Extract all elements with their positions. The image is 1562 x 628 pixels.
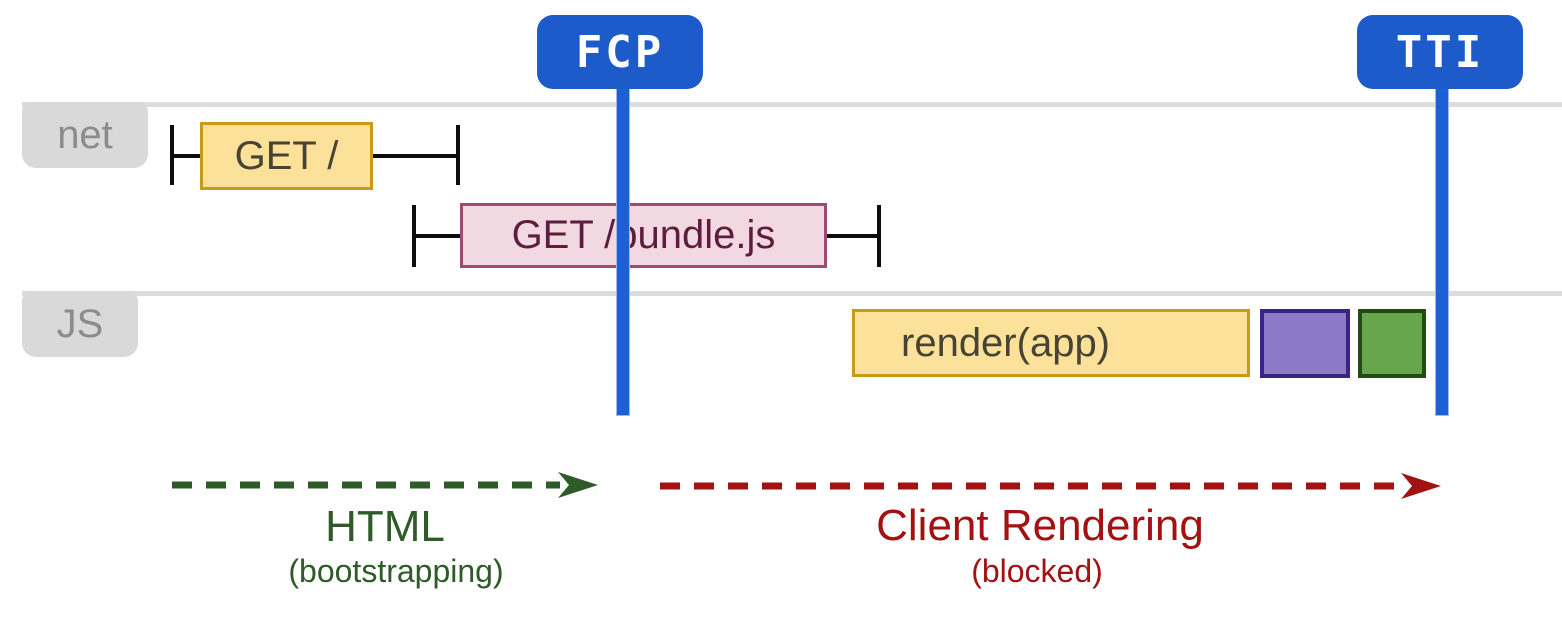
html-phase-subtitle: (bootstrapping) [288,553,504,589]
client-rendering-phase-subtitle: (blocked) [971,553,1103,589]
purple-task-bar [1260,309,1350,378]
get-root-bar: GET / [200,122,373,190]
get-root-whisker-left-stem [170,154,200,158]
render-app-bar: render(app) [852,309,1250,377]
get-bundle-whisker-right-tick [877,205,881,267]
get-bundle-whisker-left-stem [414,234,460,238]
js-lane-label: JS [22,291,138,357]
html-phase-title: HTML [325,502,445,551]
get-root-whisker-right-tick [456,125,460,185]
client-rendering-phase-arrow [660,473,1441,499]
js-lane-line [22,291,1562,296]
html-phase-arrow [172,472,598,498]
tti-timeline-line [1435,88,1449,416]
arrowhead-icon [1401,473,1441,499]
arrowhead-icon [558,472,598,498]
green-task-bar [1358,309,1426,378]
net-lane-line [22,102,1562,107]
fcp-badge: FCP [537,15,703,89]
net-lane-label: net [22,102,148,168]
get-root-whisker-right-stem [373,154,457,158]
fcp-timeline-line [616,88,630,416]
get-bundle-bar: GET /bundle.js [460,203,827,268]
get-bundle-whisker-right-stem [827,234,879,238]
client-rendering-phase-title: Client Rendering [876,501,1204,550]
tti-badge: TTI [1357,15,1523,89]
